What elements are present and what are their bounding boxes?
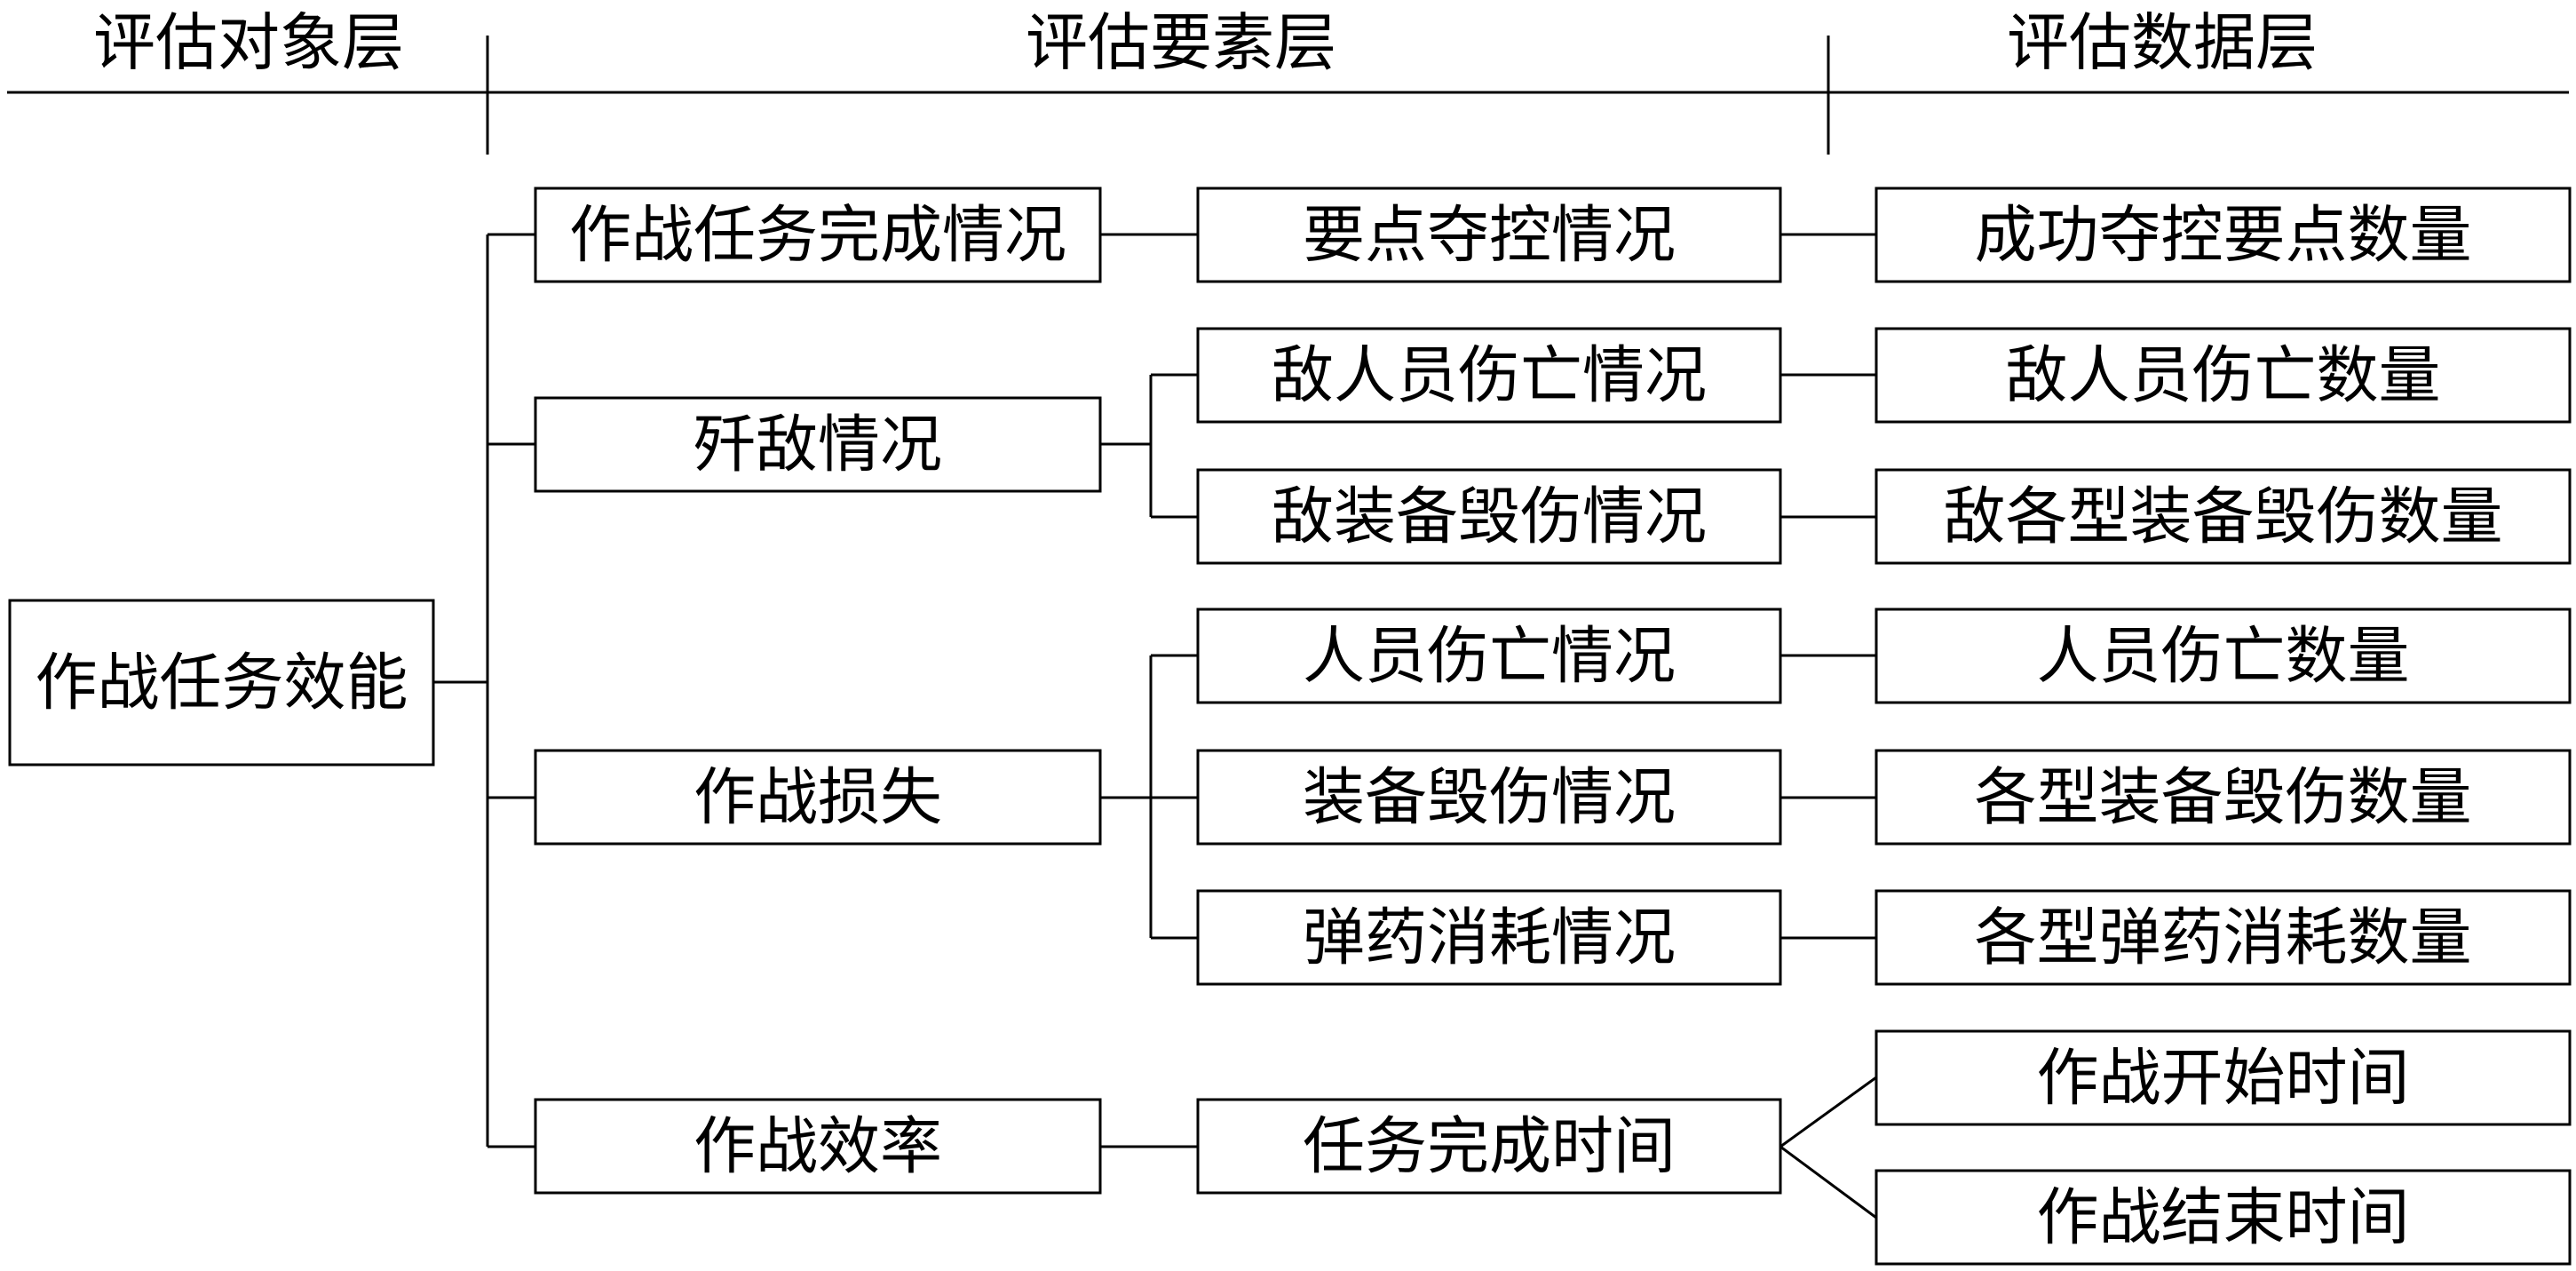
connector [1779,1076,1877,1148]
level2-node-label: 弹药消耗情况 [1303,902,1676,974]
level1-node-label: 歼敌情况 [694,409,942,481]
level1-node-label: 作战任务完成情况 [569,199,1066,272]
level2-node: 人员伤亡情况 [1196,608,1782,704]
level3-node-label: 人员伤亡数量 [2037,620,2410,693]
level2-node: 敌装备毁伤情况 [1196,468,1782,565]
level3-node-label: 成功夺控要点数量 [1975,199,2472,272]
level3-node-label: 各型装备毁伤数量 [1975,761,2472,834]
level2-node-label: 任务完成时间 [1303,1110,1676,1183]
level1-node: 作战损失 [534,749,1102,846]
level3-node: 人员伤亡数量 [1875,608,2572,704]
level2-node: 要点夺控情况 [1196,187,1782,283]
root-node: 作战任务效能 [8,599,435,767]
level3-node-label: 敌人员伤亡数量 [2006,339,2441,412]
level2-node-label: 敌人员伤亡情况 [1272,339,1707,412]
level1-node-label: 作战效率 [694,1110,942,1183]
layer-header-data: 评估数据层 [2007,6,2318,79]
level3-node: 各型弹药消耗数量 [1875,889,2572,986]
level3-node: 作战结束时间 [1875,1169,2572,1266]
level2-node-label: 人员伤亡情况 [1303,620,1676,693]
level2-node-label: 敌装备毁伤情况 [1272,481,1707,553]
root-node-label: 作战任务效能 [36,647,408,719]
level3-node-label: 各型弹药消耗数量 [1975,902,2472,974]
level2-node: 任务完成时间 [1196,1098,1782,1195]
level3-node-label: 作战开始时间 [2037,1042,2410,1115]
level2-node-label: 要点夺控情况 [1303,199,1676,272]
layer-header-element: 评估要素层 [1026,6,1336,79]
connector [1779,1145,1877,1219]
level1-node-label: 作战损失 [694,761,942,834]
level1-node: 作战任务完成情况 [534,187,1102,283]
level3-node: 成功夺控要点数量 [1875,187,2572,283]
level1-node: 作战效率 [534,1098,1102,1195]
level2-node: 敌人员伤亡情况 [1196,327,1782,424]
level3-node: 作战开始时间 [1875,1029,2572,1126]
level3-node-label: 敌各型装备毁伤数量 [1944,481,2503,553]
level2-node-label: 装备毁伤情况 [1303,761,1676,834]
level3-node: 各型装备毁伤数量 [1875,749,2572,846]
layer-header-object: 评估对象层 [93,6,404,79]
level3-node: 敌各型装备毁伤数量 [1875,468,2572,565]
level2-node: 弹药消耗情况 [1196,889,1782,986]
level1-node: 歼敌情况 [534,396,1102,493]
level2-node: 装备毁伤情况 [1196,749,1782,846]
level3-node-label: 作战结束时间 [2037,1181,2410,1254]
level3-node: 敌人员伤亡数量 [1875,327,2572,424]
